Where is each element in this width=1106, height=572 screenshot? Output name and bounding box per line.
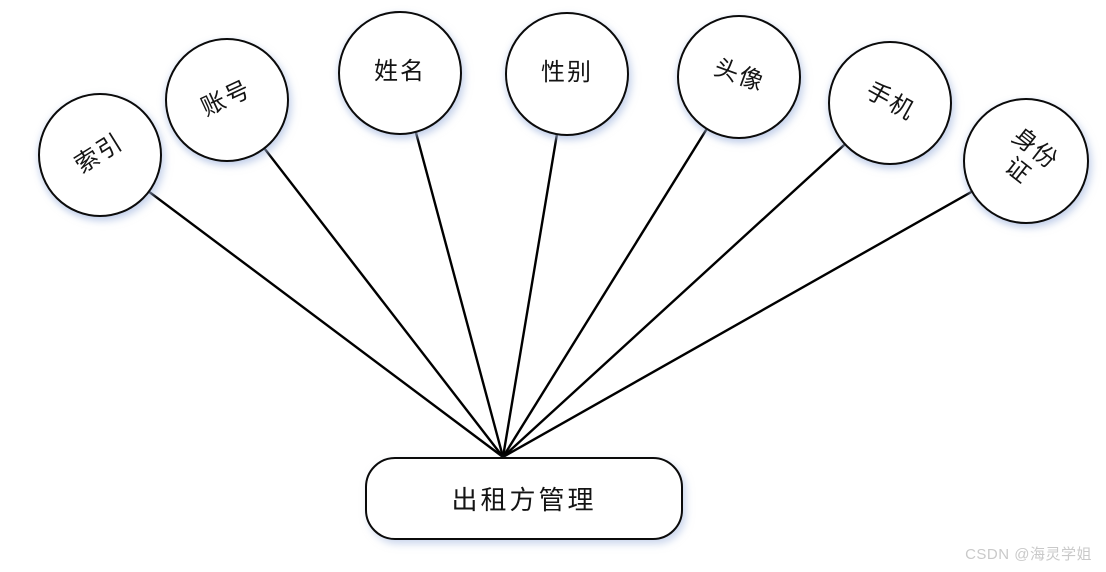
attribute-label-name: 姓名	[374, 59, 426, 86]
attribute-label-gender: 性别	[541, 60, 593, 87]
connector-phone	[502, 102, 891, 458]
connector-id-card	[502, 159, 1027, 459]
attribute-node-index: 索引	[38, 93, 162, 217]
watermark: CSDN @海灵学姐	[965, 546, 1092, 563]
entity-lessor-management: 出租方管理	[365, 457, 683, 540]
attribute-node-name: 姓名	[338, 11, 462, 135]
connector-index	[99, 154, 504, 458]
attribute-node-phone: 手机	[828, 41, 952, 165]
attribute-node-account: 账号	[165, 38, 289, 162]
attribute-label-index: 索引	[70, 129, 129, 180]
connector-account	[226, 99, 504, 458]
connector-avatar	[501, 76, 741, 458]
connector-name	[398, 72, 505, 458]
attribute-label-account: 账号	[197, 76, 256, 123]
attribute-node-id-card: 身份证	[963, 98, 1089, 224]
attribute-label-id-card: 身份证	[1000, 123, 1063, 190]
attribute-node-gender: 性别	[505, 12, 629, 136]
attribute-label-phone: 手机	[861, 78, 920, 127]
entity-label: 出租方管理	[451, 486, 597, 515]
attribute-node-avatar: 头像	[677, 15, 801, 139]
connector-gender	[501, 73, 569, 458]
attribute-label-avatar: 头像	[710, 55, 769, 98]
